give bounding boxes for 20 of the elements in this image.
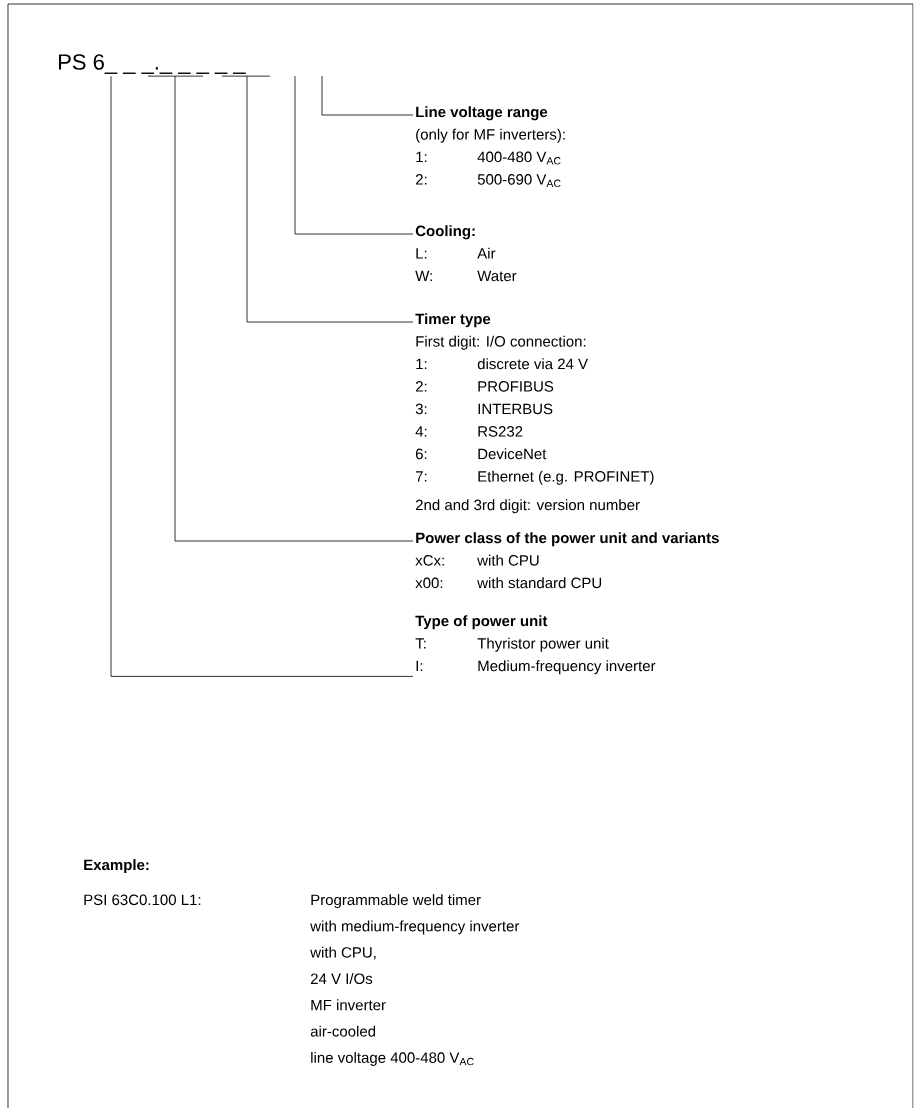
code-text: PS 6_ _ _._ _ _ _ _ [59, 54, 246, 74]
leader-line [294, 75, 414, 235]
leader-line [110, 75, 414, 677]
example-text: PSI 63C0.100 L1: [84, 894, 201, 906]
example-text: with CPU, [310, 946, 376, 960]
example-heading: Example: [84, 859, 149, 874]
description-text: Power class of the power unit and variants xCx: with CPU x00: with standard CPU [415, 532, 719, 589]
example-text: line voltage 400-480 V$_{AC}$ [311, 1051, 474, 1066]
description-text: Timer type First digit: I/O connection: 1: discrete via 24 V 2: PROFIBUS 3: INTERBUS 4: RS232 6: DeviceNet 7: Ethernet (e.g. PROFINET) 2nd and 3rd digit: version number [415, 313, 654, 514]
example-text: air-cooled [310, 1025, 376, 1037]
description-text: Type of power unit T: Thyristor power unit I: Medium-frequency inverter [415, 615, 656, 675]
example-text: MF inverter [311, 999, 386, 1011]
leader-line [174, 75, 414, 542]
example-text: Programmable weld timer [311, 894, 481, 909]
description-text: Line voltage range (only for MF inverters): 1: 400-480 V$_{AC}$ 2: 500-690 V$_{AC}$ [415, 106, 565, 188]
description-text: Cooling: L: Air W: Water [415, 225, 517, 282]
example-text: with medium-frequency inverter [310, 920, 520, 935]
leader-line [321, 75, 414, 116]
example-text: 24 V I/Os [310, 973, 373, 985]
leader-line [246, 75, 414, 323]
